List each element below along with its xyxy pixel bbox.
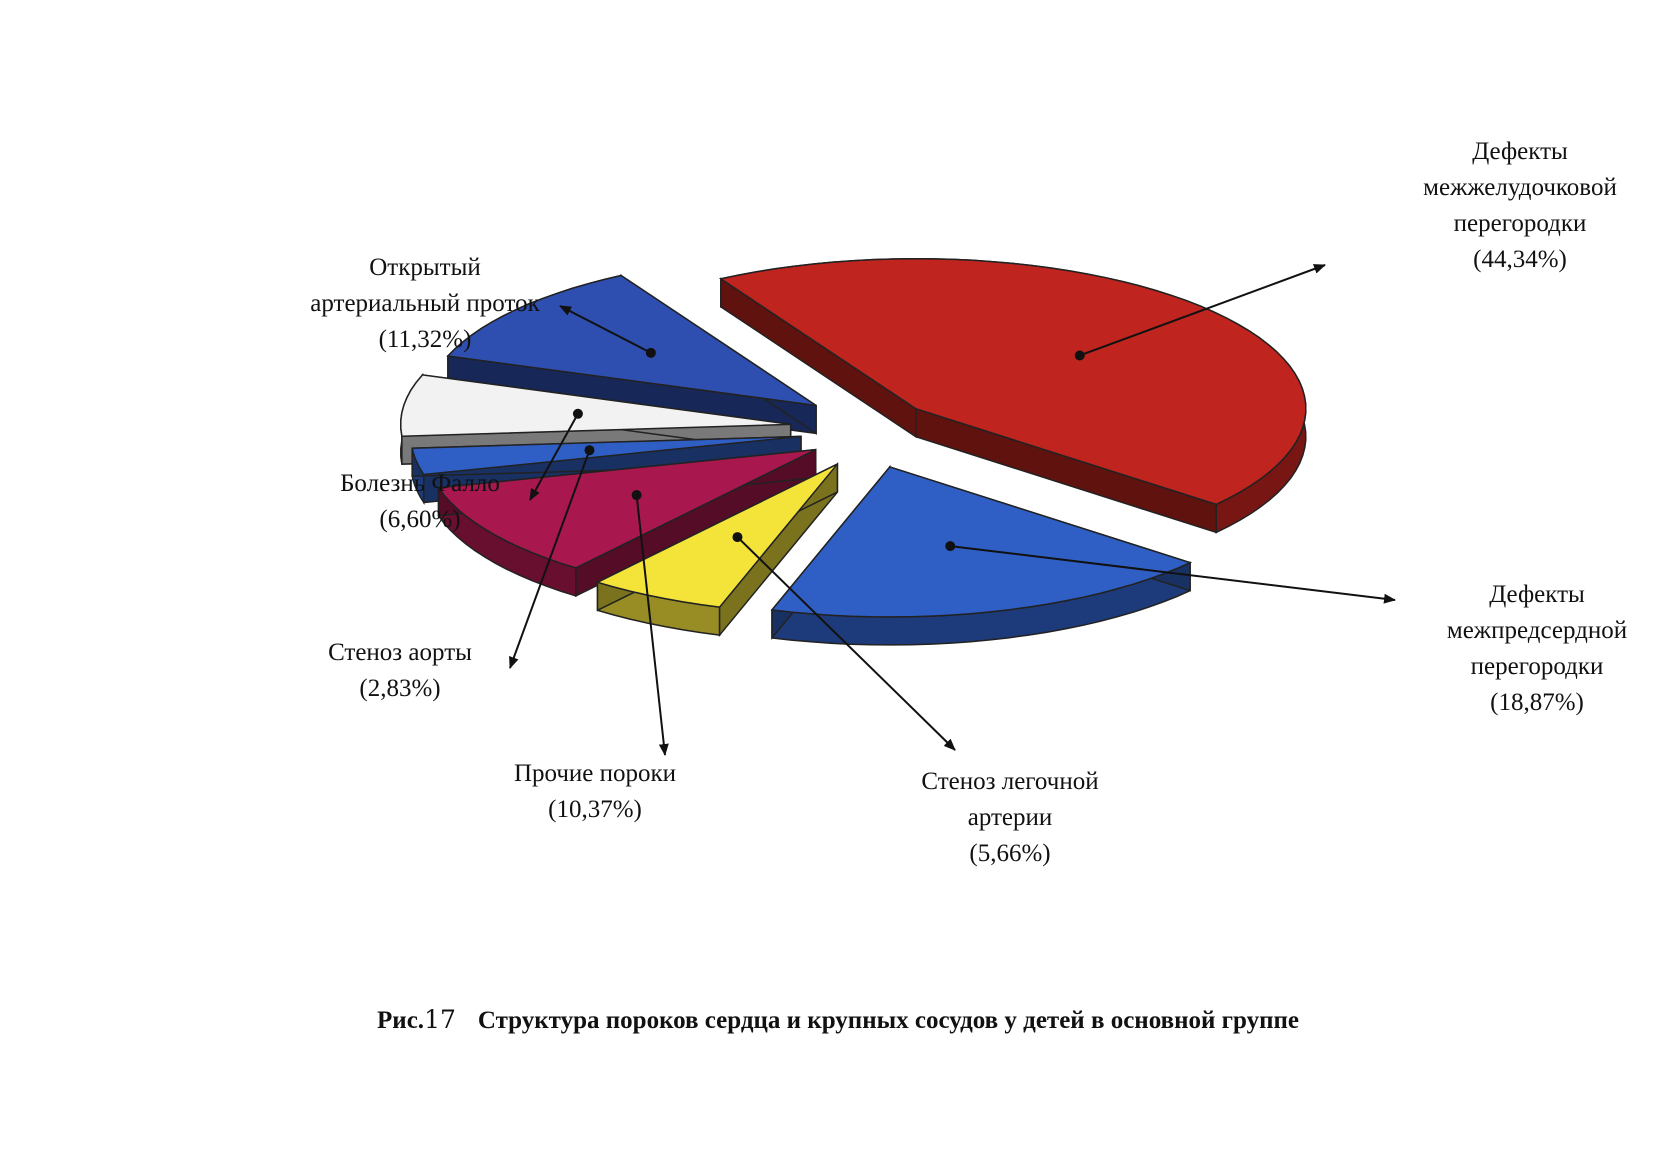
slice-label-vsd: Дефекты межжелудочковой перегородки (44,…: [1380, 134, 1660, 278]
label-line: Стеноз легочной: [921, 768, 1099, 795]
slice-asd: [770, 464, 1193, 646]
label-value: (2,83%): [359, 675, 441, 702]
label-line: Болезнь Фалло: [340, 470, 500, 497]
leader-arrow: [559, 305, 652, 354]
label-line: артерии: [967, 804, 1053, 831]
label-value: (11,32%): [378, 326, 472, 353]
slice-label-tetralogy: Болезнь Фалло (6,60%): [310, 466, 530, 538]
slice-top: [437, 448, 817, 569]
label-line: межжелудочковой: [1423, 174, 1617, 201]
leader-arrow: [950, 545, 1396, 604]
label-line: Стеноз аорты: [328, 639, 472, 666]
leader-arrow: [529, 413, 579, 501]
caption-text: Структура пороков сердца и крупных сосуд…: [477, 1007, 1299, 1034]
slice-other: [437, 448, 817, 598]
label-value: (10,37%): [548, 796, 642, 823]
slice-top: [770, 466, 1193, 618]
label-line: перегородки: [1453, 210, 1587, 237]
slice-top: [400, 374, 791, 437]
slice-label-asd: Дефекты межпредсердной перегородки (18,8…: [1407, 577, 1667, 721]
caption-prefix: Рис.: [377, 1007, 425, 1034]
label-line: межпредсердной: [1446, 617, 1628, 644]
slice-label-pda: Открытый артериальный проток (11,32%): [270, 250, 580, 358]
slice-vsd: [718, 257, 1307, 534]
label-value: (6,60%): [379, 506, 461, 533]
label-line: Прочие пороки: [513, 760, 677, 787]
slice-label-pulmonary-stenosis: Стеноз легочной артерии (5,66%): [880, 764, 1140, 872]
slice-pulmonary-stenosis: [595, 461, 839, 638]
slice-top: [446, 274, 817, 407]
label-line: Дефекты: [1472, 138, 1568, 165]
slice-top: [718, 257, 1307, 506]
label-line: перегородки: [1470, 653, 1604, 680]
slice-top: [595, 463, 838, 608]
label-line: Открытый: [369, 254, 481, 281]
slice-label-other: Прочие пороки (10,37%): [470, 756, 720, 828]
label-line: Дефекты: [1489, 581, 1585, 608]
label-value: (18,87%): [1490, 689, 1584, 716]
figure-caption: Рис.17 Структура пороков сердца и крупных…: [0, 1005, 1676, 1035]
label-value: (5,66%): [969, 840, 1051, 867]
slice-top: [411, 435, 802, 476]
leader-arrow: [1079, 264, 1326, 357]
caption-number: 17: [424, 1005, 456, 1034]
leader-arrow: [509, 449, 591, 669]
label-line: артериальный проток: [310, 290, 540, 317]
leader-arrow: [736, 536, 956, 751]
label-value: (44,34%): [1473, 246, 1567, 273]
leader-arrow: [635, 494, 669, 756]
slice-label-aortic-stenosis: Стеноз аорты (2,83%): [295, 635, 505, 707]
